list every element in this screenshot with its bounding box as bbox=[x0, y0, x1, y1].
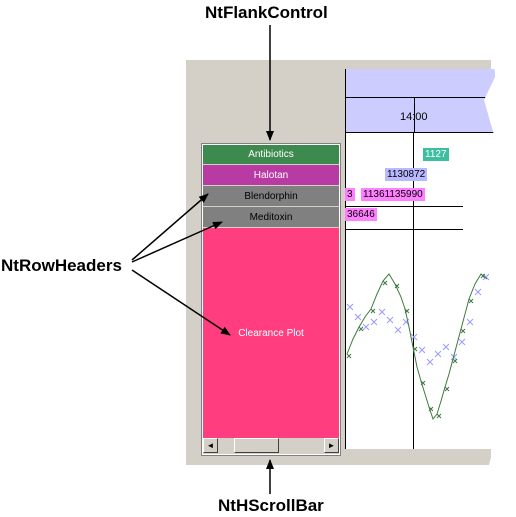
hscrollbar-callout: NtHScrollBar bbox=[218, 496, 324, 515]
plot-green-series bbox=[346, 273, 488, 421]
time-divider bbox=[345, 97, 495, 98]
scroll-right-arrow-icon: ► bbox=[327, 441, 336, 450]
scroll-left-button[interactable]: ◄ bbox=[203, 438, 218, 453]
clearance-plot-area bbox=[346, 273, 490, 421]
row-separator bbox=[345, 229, 463, 230]
timeline-header bbox=[345, 69, 495, 133]
row-headers-callout: NtRowHeaders bbox=[1, 256, 122, 275]
scroll-left-arrow-icon: ◄ bbox=[206, 441, 215, 450]
flank-control-callout: NtFlankControl bbox=[205, 3, 328, 22]
row-header-clearance-plot[interactable]: Clearance Plot bbox=[203, 228, 339, 438]
row-header-antibiotics[interactable]: Antibiotics bbox=[203, 145, 339, 165]
row-header-halotan[interactable]: Halotan bbox=[203, 165, 339, 186]
flank-control: Antibiotics Halotan Blendorphin Meditoxi… bbox=[201, 143, 341, 456]
row-header-meditoxin[interactable]: Meditoxin bbox=[203, 207, 339, 228]
timeline-grid: 14:00 1127 1130872 3 11361135990 36646 bbox=[345, 69, 495, 449]
time-gridline bbox=[413, 133, 414, 449]
horizontal-scrollbar[interactable]: ◄ ► bbox=[203, 438, 339, 454]
row-header-blendorphin[interactable]: Blendorphin bbox=[203, 186, 339, 207]
torn-edge bbox=[484, 55, 516, 475]
halotan-event[interactable]: 1130872 bbox=[385, 168, 428, 181]
scroll-right-button[interactable]: ► bbox=[324, 438, 339, 453]
grid-left-border bbox=[345, 69, 346, 449]
scroll-thumb[interactable] bbox=[234, 438, 279, 453]
plot-blue-series bbox=[346, 273, 490, 366]
time-tick-14-00 bbox=[414, 97, 415, 133]
meditoxin-event[interactable]: 36646 bbox=[345, 208, 377, 221]
blendorphin-event[interactable]: 11361135990 bbox=[361, 188, 425, 201]
row-separator bbox=[345, 206, 463, 207]
antibiotics-event[interactable]: 1127 bbox=[423, 148, 449, 161]
blendorphin-event-partial[interactable]: 3 bbox=[345, 188, 355, 201]
time-label: 14:00 bbox=[400, 111, 428, 123]
